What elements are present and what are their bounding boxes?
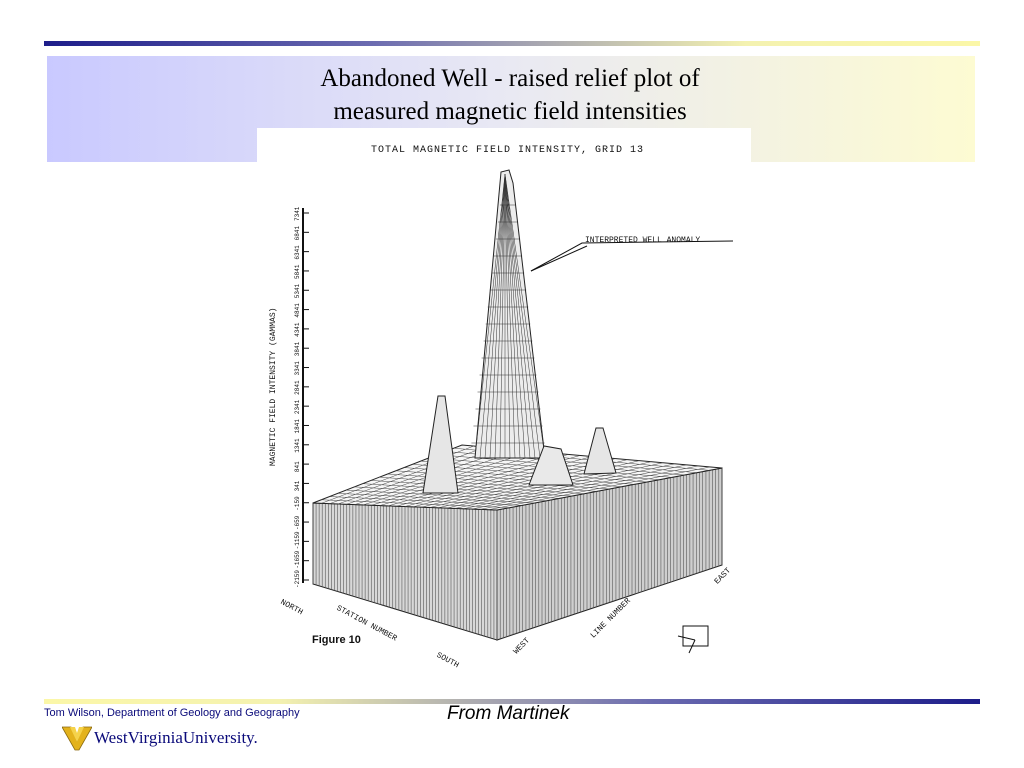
mesh-line [488, 466, 711, 510]
logo-wordmark: WestVirginiaUniversity. [94, 728, 258, 747]
slide-title: Abandoned Well - raised relief plot of m… [230, 62, 790, 128]
peak-mesh-line [504, 173, 521, 459]
peak-mesh-line [504, 173, 531, 459]
flying-wv-icon [62, 726, 92, 751]
peak-mesh-line [504, 173, 536, 459]
y-tick-label: 841 [294, 461, 301, 472]
y-tick-label: -2159 [294, 570, 301, 588]
plot-title: TOTAL MAGNETIC FIELD INTENSITY, GRID 13 [371, 145, 645, 156]
orientation-box [682, 625, 709, 647]
y-tick-label: 7341 [294, 206, 301, 221]
annotation-leader-line-2 [530, 245, 588, 272]
y-axis-ticks: -2159 -1659-1159-659 -159 341 841 1341 1841 234… [294, 206, 309, 588]
y-tick-label: 1341 [294, 438, 301, 453]
y-tick-label: 3341 [294, 361, 301, 376]
y-tick-label: 4841 [294, 303, 301, 318]
y-tick-label: 4341 [294, 322, 301, 337]
wall-striations [312, 468, 723, 640]
peak-mesh-line [494, 173, 506, 459]
slide-title-line-1: Abandoned Well - raised relief plot of [320, 65, 700, 92]
mesh-line [421, 458, 616, 508]
slide-title-line-2: measured magnetic field intensities [333, 98, 687, 125]
y-tick-label: 6341 [294, 245, 301, 260]
peak-mesh-line [504, 173, 546, 459]
y-tick-label: 2841 [294, 380, 301, 395]
footer-credit: Tom Wilson, Department of Geology and Ge… [44, 707, 300, 719]
peak-mesh-line [474, 173, 506, 459]
peak-mesh-line [489, 173, 506, 459]
relief-plot: -2159 -1659-1159-659 -159 341 841 1341 1841 234… [294, 169, 734, 654]
mesh-line [455, 462, 663, 509]
peak-mesh-line [499, 173, 506, 459]
y-tick-label: -659 [294, 515, 301, 530]
peak-mesh-line [504, 173, 511, 459]
y-tick-label: 6841 [294, 226, 301, 241]
y-tick-label: 2341 [294, 399, 301, 414]
mesh-line [463, 463, 675, 509]
y-tick-label: 5341 [294, 283, 301, 298]
secondary-peak-east [583, 427, 617, 475]
main-peak-mesh [471, 173, 546, 459]
figure-panel: -2159 -1659-1159-659 -159 341 841 1341 1841 234… [257, 128, 751, 670]
peak-mesh-line [504, 173, 526, 459]
peak-mesh-line [479, 173, 506, 459]
y-tick-label: 1841 [294, 419, 301, 434]
y-tick-label: 3841 [294, 341, 301, 356]
peak-mesh-line [504, 173, 516, 459]
mesh-line [329, 446, 486, 504]
peak-mesh-line [484, 173, 506, 459]
y-tick-label: -159 [294, 496, 301, 511]
top-divider [44, 41, 980, 46]
y-tick-label: -1159 [294, 531, 301, 549]
mesh-line [413, 457, 604, 508]
mesh-line [338, 447, 498, 505]
orientation-x-arrow [688, 639, 696, 654]
secondary-peak-center [528, 445, 574, 486]
mesh-line [379, 453, 557, 506]
mesh-line [480, 465, 699, 510]
figure-caption: Figure 10 [312, 634, 361, 646]
y-tick-label: 341 [294, 480, 301, 491]
anomaly-annotation: INTERPRETED WELL ANOMALY [585, 236, 701, 245]
university-logo: WestVirginiaUniversity. [62, 722, 258, 756]
bottom-divider [44, 699, 980, 704]
peak-mesh-line [504, 173, 541, 459]
source-attribution: From Martinek [447, 703, 570, 724]
annotation-leader-line [530, 240, 734, 272]
mesh-line [471, 464, 687, 510]
mesh-line [371, 452, 545, 506]
y-tick-label: -1659 [294, 550, 301, 568]
y-tick-label: 5841 [294, 264, 301, 279]
y-axis-label: MAGNETIC FIELD INTENSITY (GAMMAS) [269, 307, 278, 466]
orientation-y-arrow [677, 635, 696, 641]
secondary-peak-west [422, 395, 459, 494]
